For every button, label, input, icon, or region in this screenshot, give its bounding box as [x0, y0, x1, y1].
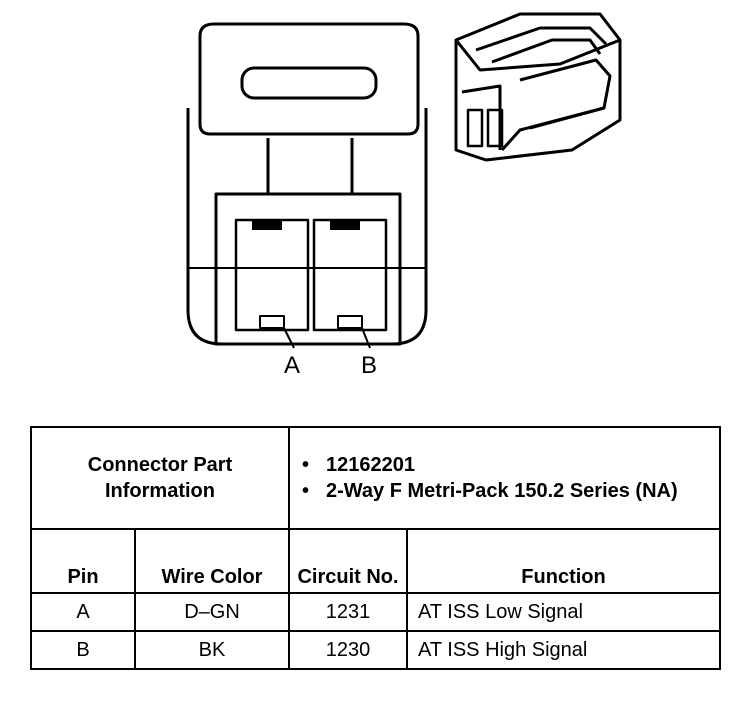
wire-color-cell: BK	[133, 630, 291, 670]
connector-front-view	[186, 22, 428, 349]
part-info-list: • 12162201 • 2-Way F Metri-Pack 150.2 Seri…	[290, 448, 719, 508]
part-info-cell: • 12162201 • 2-Way F Metri-Pack 150.2 Seri…	[288, 426, 722, 530]
connector-perspective-view	[454, 12, 622, 162]
connector-drawing	[186, 12, 622, 349]
circuit-no-cell: 1230	[288, 630, 409, 670]
pin-cell: A	[30, 592, 136, 632]
circuit-no-cell: 1231	[288, 592, 409, 632]
function-cell: AT ISS High Signal	[406, 630, 722, 670]
header-wire-color: Wire Color	[133, 528, 291, 594]
function-cell: AT ISS Low Signal	[406, 592, 722, 632]
part-info-item: • 12162201	[300, 452, 719, 478]
connector-part-info-label: Connector Part Information	[29, 426, 291, 530]
bullet-icon: •	[302, 454, 310, 476]
table-row: B BK 1230 AT ISS High Signal	[30, 630, 722, 670]
wire-color-cell: D–GN	[133, 592, 291, 632]
header-circuit-no: Circuit No.	[288, 528, 409, 594]
part-info-item: • 2-Way F Metri-Pack 150.2 Series (NA)	[300, 478, 719, 504]
header-function: Function	[406, 528, 722, 594]
connector-diagram: A B	[186, 12, 622, 379]
pin-label-a: A	[284, 352, 301, 379]
part-number: 12162201	[326, 454, 415, 476]
table-row: A D–GN 1231 AT ISS Low Signal	[30, 592, 722, 632]
part-info-row: Connector Part Information • 12162201 • 2-…	[29, 426, 722, 530]
part-description: 2-Way F Metri-Pack 150.2 Series (NA)	[326, 480, 678, 502]
connector-info-table: Connector Part Information • 12162201 • 2-…	[29, 426, 722, 670]
header-pin: Pin	[30, 528, 136, 594]
pin-label-b: B	[361, 352, 378, 379]
bullet-icon: •	[302, 480, 310, 502]
pin-cell: B	[30, 630, 136, 670]
table-header-row: Pin Wire Color Circuit No. Function	[30, 528, 722, 594]
